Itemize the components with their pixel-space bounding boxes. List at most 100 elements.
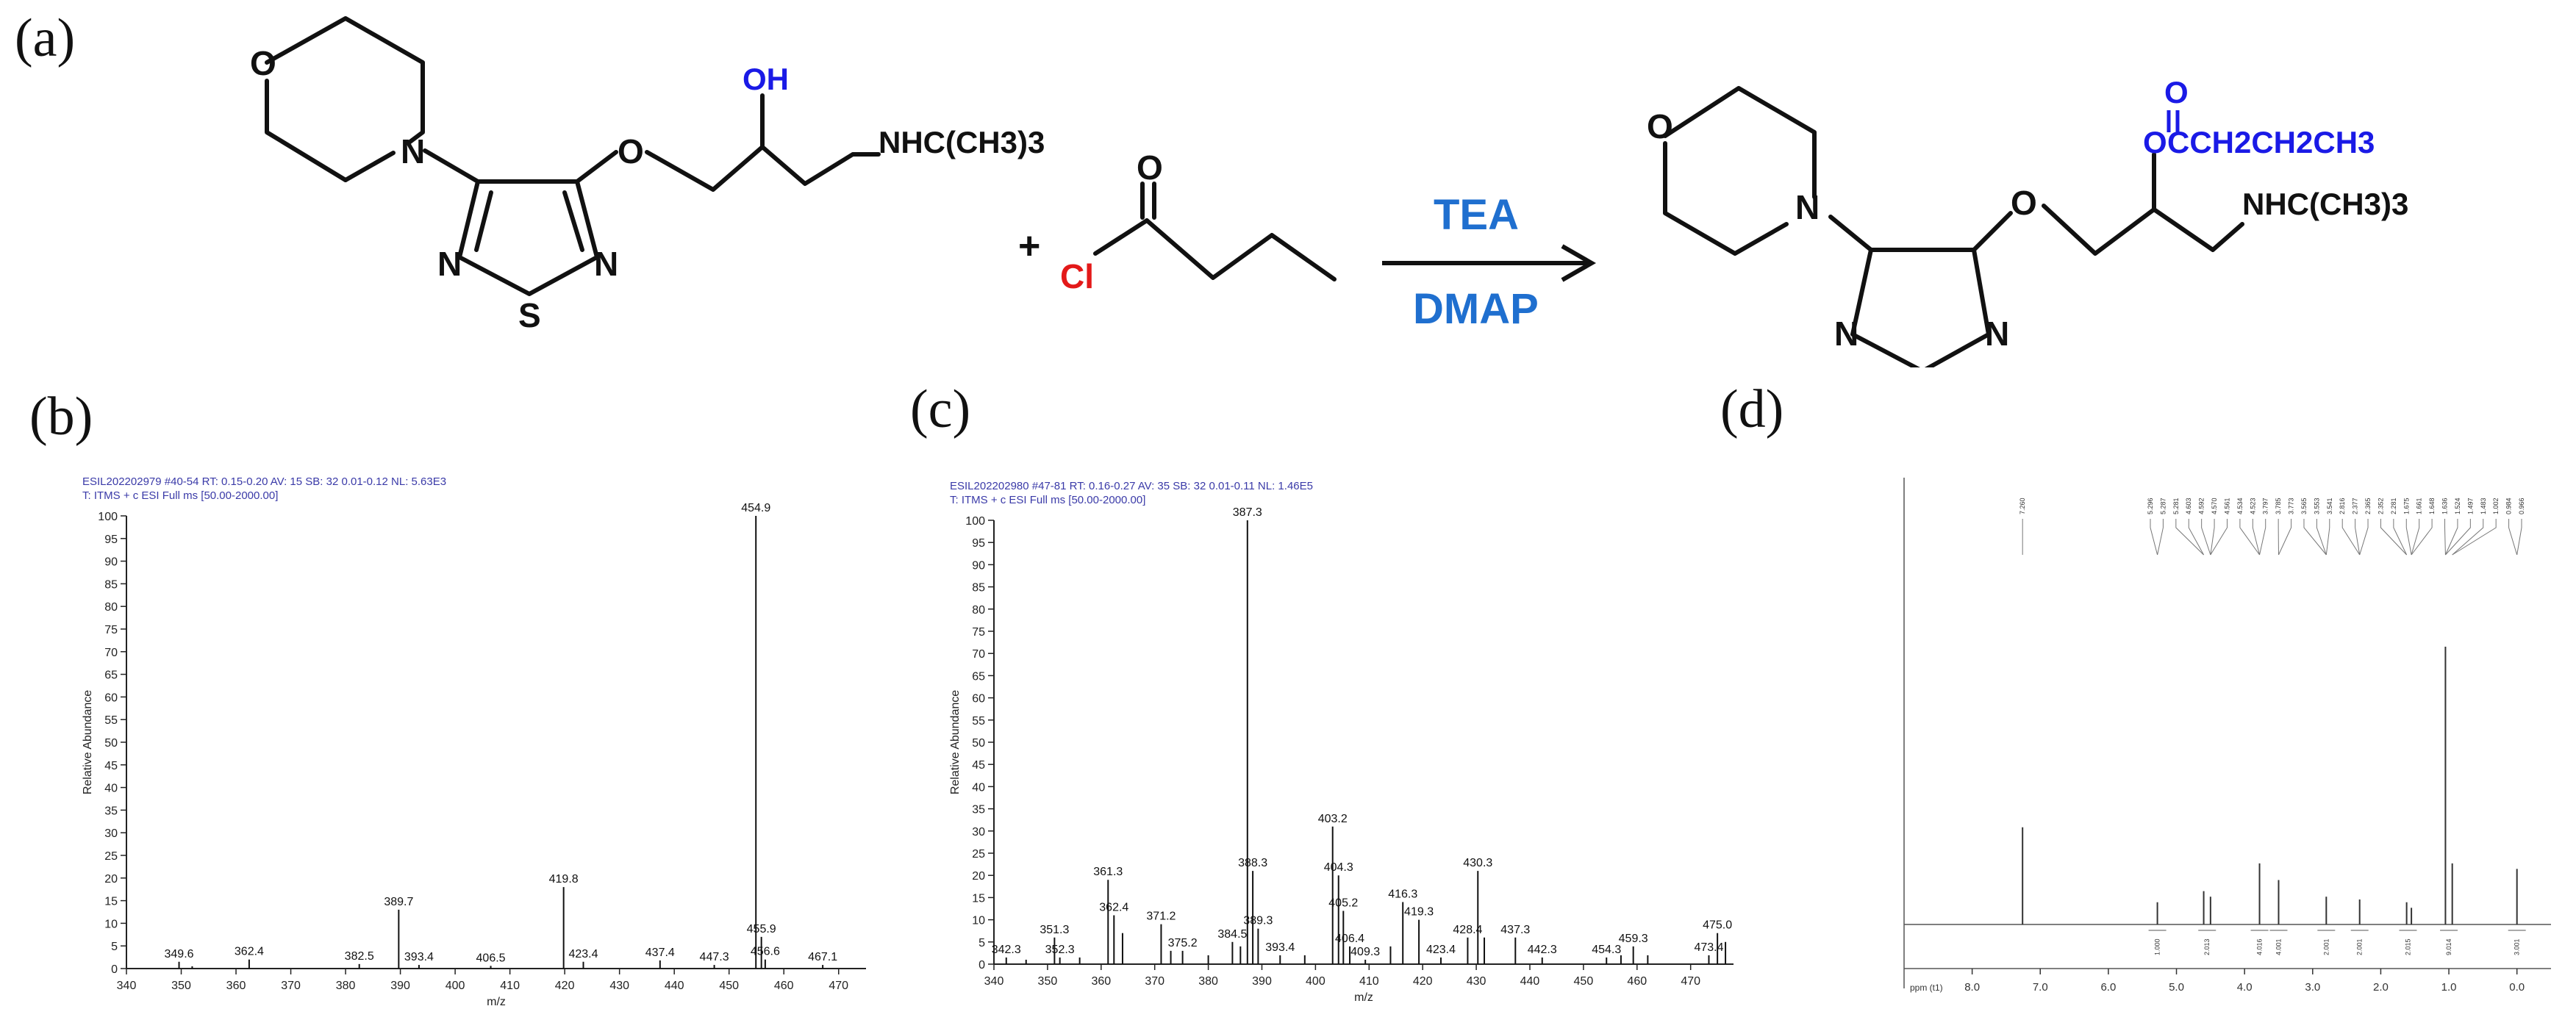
ms-b-ytick-label: 35 [104, 805, 118, 817]
nmr-xtick-label: 0.0 [2509, 981, 2525, 994]
nmr-xtick-label: 7.0 [2033, 981, 2048, 994]
nmr-shift-label: 4.534 [2236, 498, 2244, 514]
ms-c-peak-label: 416.3 [1388, 888, 1417, 900]
ms-c-ytick-label: 70 [972, 648, 985, 661]
reaction-scheme: O N O OH NHC(CH3)3 N N S + O Cl TEA DMAP… [250, 16, 2408, 367]
nmr-xtick-label: 8.0 [1964, 981, 1980, 994]
nmr-shift-connector [2325, 519, 2330, 556]
reactant-bonds [265, 16, 881, 296]
ms-c-ytick-label: 25 [972, 848, 985, 861]
nmr-integral-label: 4.016 [2256, 938, 2264, 955]
nmr-shift-label: 5.287 [2159, 498, 2167, 514]
ms-c-peak-label: 351.3 [1040, 924, 1069, 936]
ms-c-peak-label: 403.2 [1318, 813, 1348, 825]
ms-b-peak-label: 406.5 [476, 952, 506, 964]
ms-c-ytick-label: 45 [972, 759, 985, 772]
ms-c-peak-label: 437.3 [1500, 924, 1530, 936]
ms-c-ytick-label: 85 [972, 582, 985, 595]
ms-c-ytick-label: 0 [978, 959, 985, 971]
ms-b-xtick-label: 410 [500, 980, 520, 992]
ms-c-ytick-label: 80 [972, 604, 985, 617]
ms-b-ytick-label: 55 [104, 714, 118, 727]
nmr-shift-label: 1.648 [2428, 498, 2436, 514]
ms-c-peak-label: 409.3 [1350, 946, 1380, 958]
nmr-shift-connector [2201, 519, 2211, 556]
nmr-shift-label: 2.816 [2339, 498, 2346, 514]
ms-c-peak-label: 387.3 [1233, 506, 1262, 519]
nmr-shift-label: 4.523 [2249, 498, 2256, 514]
ms-b-peak-label: 393.4 [404, 951, 434, 963]
plus-sign: + [1018, 225, 1040, 267]
ms-c-y-axis-label: Relative Abundance [949, 690, 962, 794]
ms-b-ytick-label: 5 [111, 941, 118, 953]
ms-c-peak-label: 388.3 [1238, 857, 1267, 869]
nmr-shift-connector [2445, 519, 2471, 556]
nmr-integral-label: 4.001 [2275, 938, 2282, 955]
thiadiazole-s: S [518, 296, 541, 334]
nmr-shift-label: 4.561 [2223, 498, 2230, 514]
ms-c-xtick-label: 350 [1038, 975, 1058, 988]
ms-c-xtick-label: 340 [984, 975, 1004, 988]
nmr-shift-label: 2.281 [2390, 498, 2397, 514]
ms-c-peak-label: 404.3 [1324, 861, 1353, 874]
ms-b-header-line-1: ESIL202202979 #40-54 RT: 0.15-0.20 AV: 1… [82, 475, 447, 488]
nmr-xtick-label: 3.0 [2305, 981, 2320, 994]
acyl-chloride-bonds [1093, 182, 1337, 281]
ms-b-ytick-label: 40 [104, 783, 118, 795]
ms-b-header: ESIL202202979 #40-54 RT: 0.15-0.20 AV: 1… [82, 475, 446, 503]
nmr-xtick-label: 1.0 [2441, 981, 2457, 994]
ms-c-peak-label: 454.3 [1592, 944, 1621, 956]
ms-b-peak-label: 456.6 [751, 946, 780, 958]
chlorine-label: Cl [1060, 257, 1094, 295]
ms-b-ytick-label: 50 [104, 737, 118, 750]
ms-b-peak-label: 423.4 [568, 948, 598, 960]
nmr-shift-label: 4.592 [2198, 498, 2205, 514]
thiadiazole-n-left: N [437, 245, 462, 283]
ms-c-peak-label: 361.3 [1093, 866, 1123, 878]
ms-c-xtick-label: 400 [1306, 975, 1325, 988]
ms-c-xtick-label: 360 [1091, 975, 1111, 988]
nmr-shift-label: 7.260 [2019, 498, 2026, 514]
hydroxyl-label: OH [743, 62, 789, 96]
ms-b-peak-label: 467.1 [808, 951, 837, 963]
product-morpholine-n: N [1795, 188, 1820, 226]
nmr-shift-connector [2303, 519, 2327, 556]
ms-c-xtick-label: 380 [1198, 975, 1218, 988]
ms-b-ytick-label: 100 [98, 511, 118, 523]
product-s: S [1911, 362, 1934, 367]
ms-b-ytick-label: 25 [104, 850, 118, 863]
nmr-shift-connector [2359, 519, 2369, 556]
nmr-shift-label: 2.377 [2352, 498, 2359, 514]
ms-b-xtick-label: 380 [336, 980, 356, 992]
ms-b-xtick-label: 420 [555, 980, 575, 992]
nmr-integral-label: 2.001 [2356, 938, 2364, 955]
product-morpholine-o: O [1647, 107, 1673, 146]
ms-c-ytick-label: 15 [972, 892, 985, 905]
nmr-shift-label: 4.603 [2185, 498, 2192, 514]
nmr-shift-label: 3.773 [2288, 498, 2295, 514]
ms-c-ytick-label: 60 [972, 693, 985, 705]
panel-label-b: (b) [29, 387, 93, 447]
nmr-shift-label: 0.966 [2518, 498, 2525, 514]
nmr-shift-connector [2341, 519, 2361, 556]
nmr-shift-connector [2210, 519, 2228, 556]
nmr-shift-connector [2508, 519, 2518, 556]
ms-c-peak-label: 406.4 [1335, 933, 1364, 945]
ms-c-ytick-label: 65 [972, 670, 985, 683]
nmr-shift-label: 1.002 [2492, 498, 2500, 514]
nmr-shift-label: 4.570 [2211, 498, 2218, 514]
ms-b-xtick-label: 370 [281, 980, 301, 992]
ms-c-peak-label: 428.4 [1453, 924, 1482, 936]
ms-c-peak-label: 371.2 [1146, 911, 1176, 923]
nmr-shift-label: 5.281 [2172, 498, 2180, 514]
ms-b-header-line-2: T: ITMS + c ESI Full ms [50.00-2000.00] [82, 489, 279, 502]
ms-c-xtick-label: 440 [1520, 975, 1540, 988]
ms-b-xtick-label: 340 [117, 980, 137, 992]
product-n-right: N [1985, 315, 2009, 353]
ms-c-peak-label: 389.3 [1243, 915, 1273, 927]
nmr-shift-label: 3.553 [2313, 498, 2320, 514]
ms-c-peak-label: 405.2 [1328, 897, 1358, 910]
reagent-tea: TEA [1434, 191, 1519, 239]
ms-b-ytick-label: 0 [111, 963, 118, 976]
ms-b-peak-label: 389.7 [384, 896, 413, 908]
